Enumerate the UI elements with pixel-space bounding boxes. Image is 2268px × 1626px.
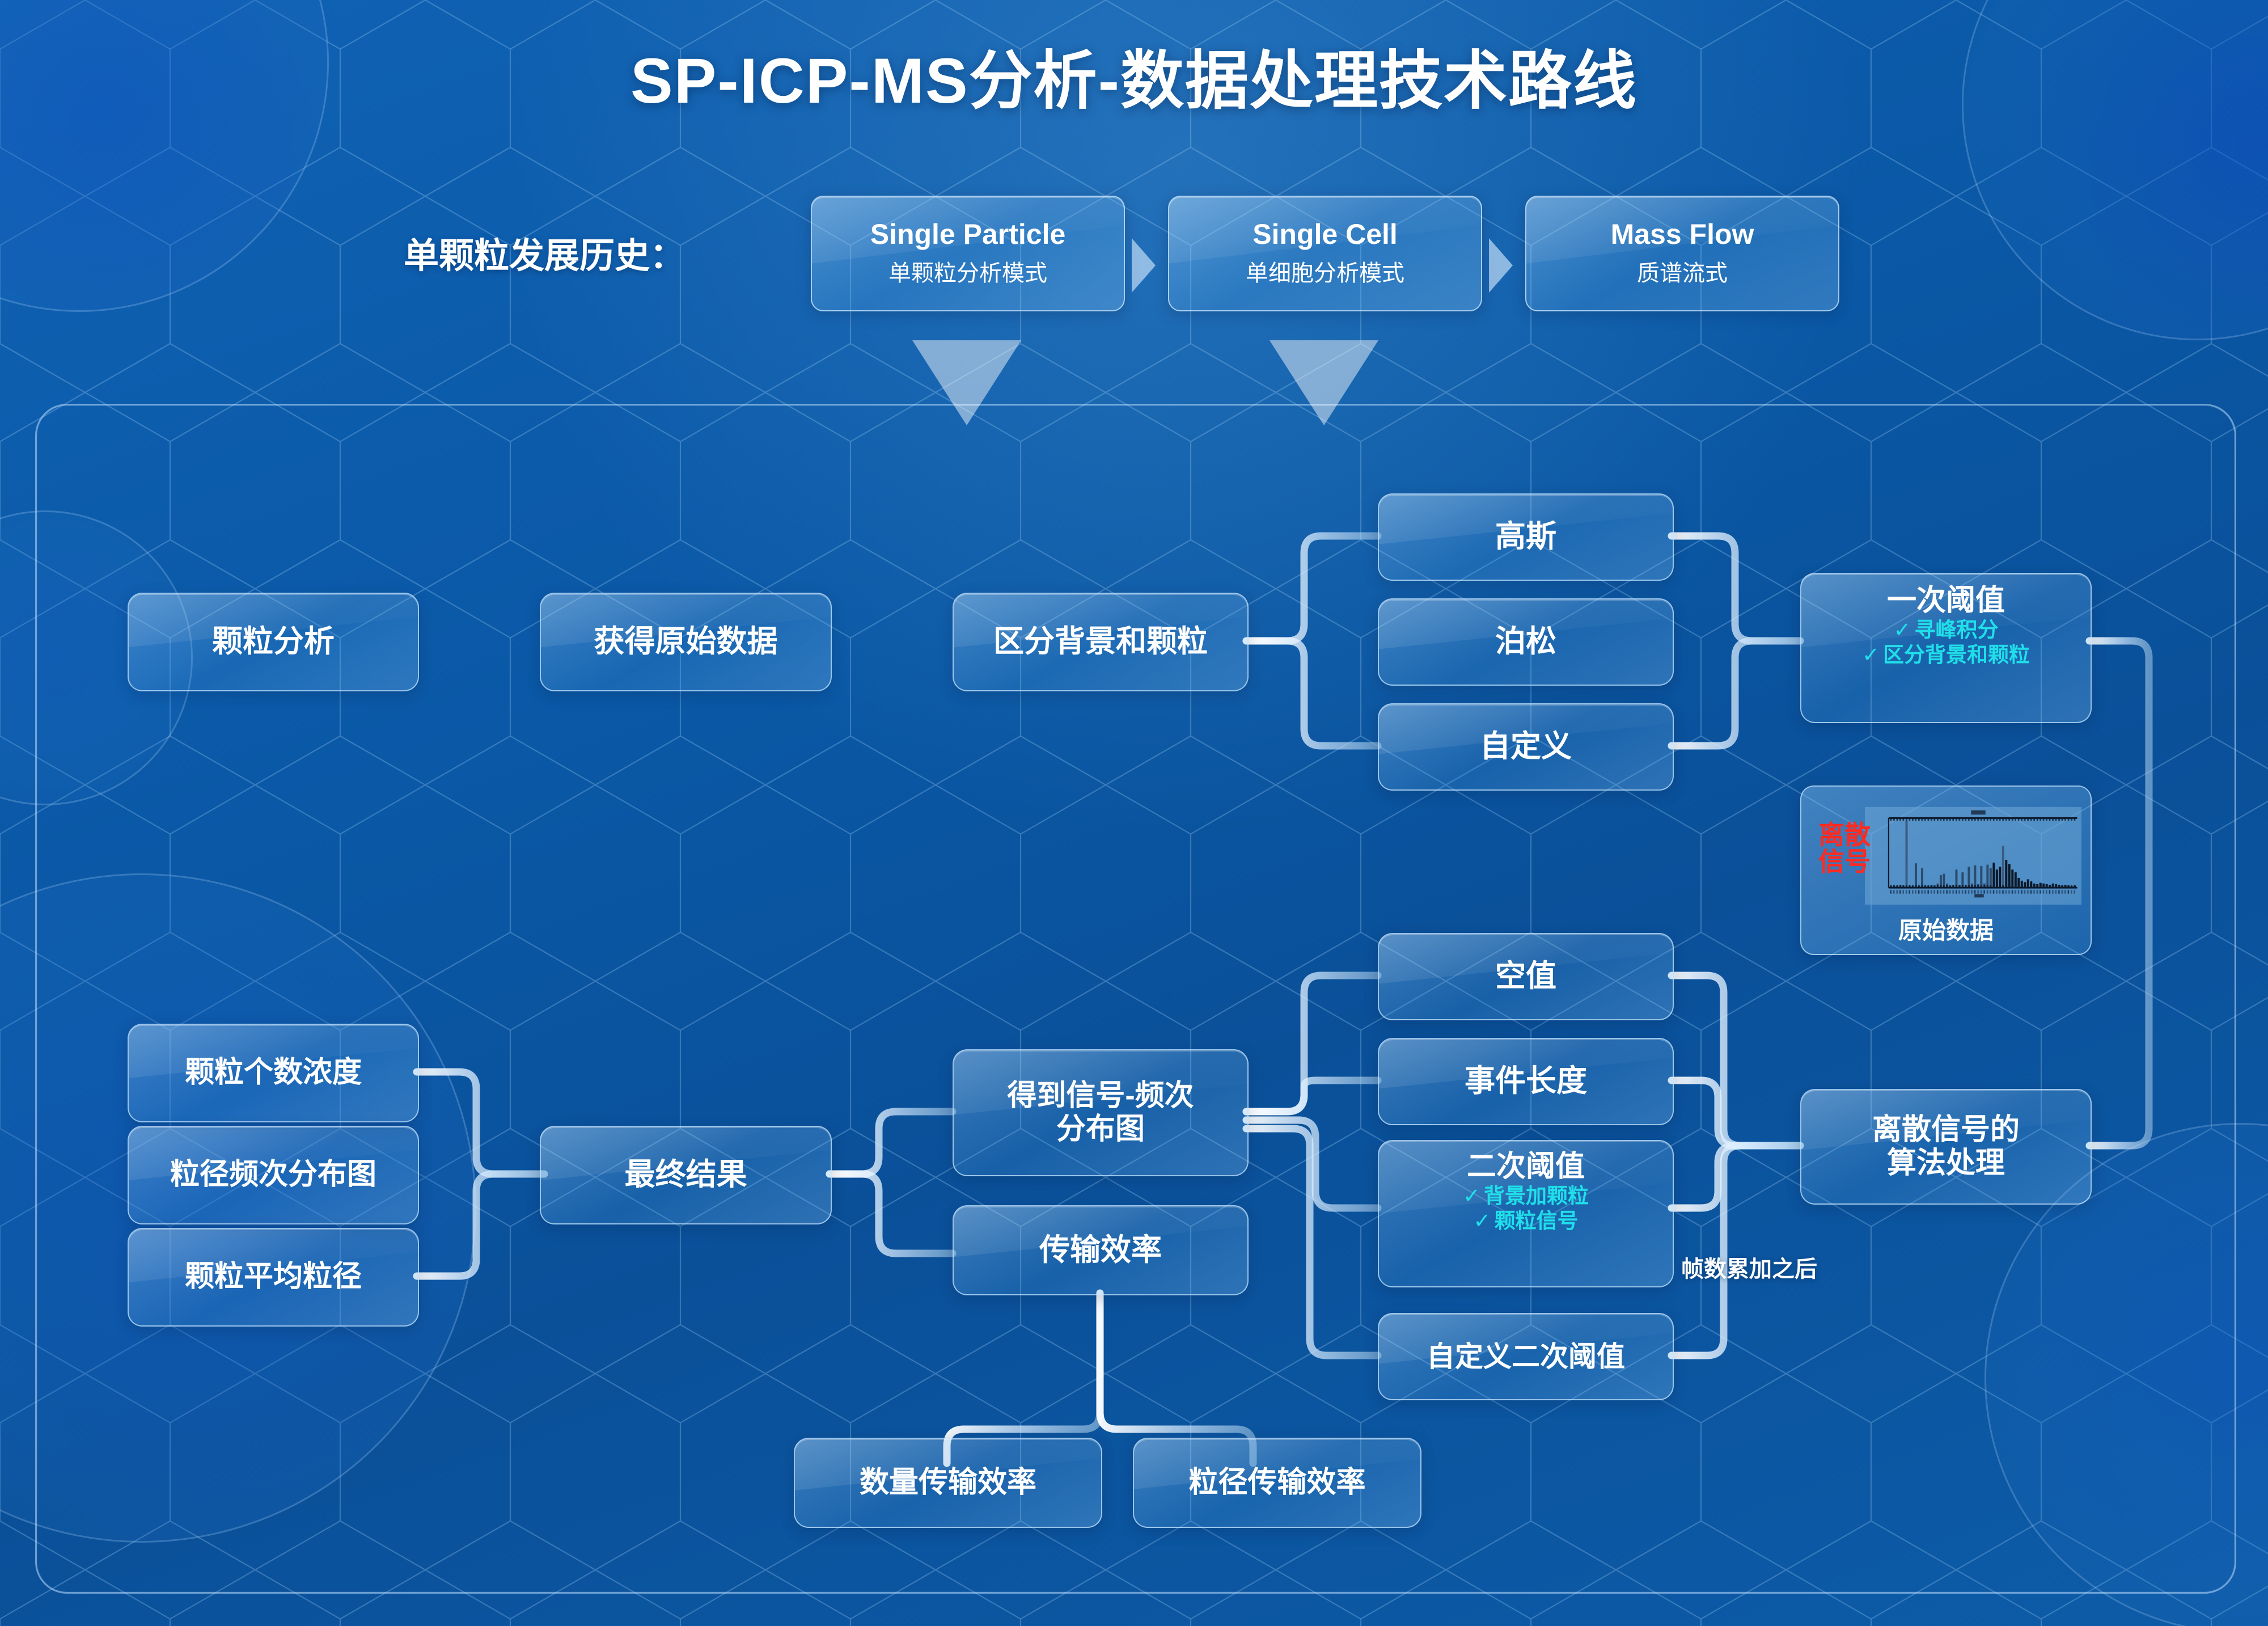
node-label: 颗粒平均粒径 xyxy=(184,1260,362,1294)
node-label: 颗粒分析 xyxy=(212,624,335,659)
node-label: 自定义 xyxy=(1480,729,1572,764)
spectrum-chart xyxy=(1865,806,2081,905)
history-arrow-1 xyxy=(1132,238,1156,293)
node-label: 颗粒个数浓度 xyxy=(184,1056,362,1089)
content-frame xyxy=(35,404,2236,1594)
history-item-en: Single Cell xyxy=(1253,218,1398,250)
first-threshold-check-2: ✓区分背景和颗粒 xyxy=(1861,643,2030,666)
history-item-cn: 单颗粒分析模式 xyxy=(888,261,1047,286)
node-event-length[interactable]: 事件长度 xyxy=(1378,1038,1674,1125)
node-label-line1: 离散信号的 xyxy=(1872,1113,2020,1146)
history-item-cn: 质谱流式 xyxy=(1637,261,1728,286)
frame-accumulation-annotation: 帧数累加之后 xyxy=(1681,1257,1817,1282)
node-raw-data[interactable]: 获得原始数据 xyxy=(540,593,832,691)
node-label: 粒径频次分布图 xyxy=(170,1158,376,1192)
node-mean-particle-size[interactable]: 颗粒平均粒径 xyxy=(128,1228,419,1327)
history-item-en: Mass Flow xyxy=(1610,218,1754,250)
node-particle-analysis[interactable]: 颗粒分析 xyxy=(128,593,419,691)
node-size-transfer-efficiency[interactable]: 粒径传输效率 xyxy=(1133,1438,1421,1528)
node-label: 区分背景和颗粒 xyxy=(993,624,1208,659)
node-label-line2: 算法处理 xyxy=(1886,1147,2005,1180)
node-label: 自定义二次阈值 xyxy=(1427,1340,1625,1372)
node-label: 高斯 xyxy=(1495,520,1556,554)
page-title: SP-ICP-MS分析-数据处理技术路线 xyxy=(631,45,1637,116)
second-threshold-check-2: ✓颗粒信号 xyxy=(1473,1209,1579,1232)
raw-data-thumbnail-card[interactable]: 离散信号 原始数据 xyxy=(1800,785,2092,955)
node-label: 粒径传输效率 xyxy=(1188,1465,1366,1499)
discrete-signal-overlay: 离散信号 xyxy=(1818,820,1871,876)
node-label-line2: 分布图 xyxy=(1056,1113,1145,1146)
node-final-result[interactable]: 最终结果 xyxy=(540,1126,832,1224)
node-label: 最终结果 xyxy=(624,1158,747,1192)
node-discrete-signal-algorithm[interactable]: 离散信号的 算法处理 xyxy=(1800,1089,2092,1205)
history-label: 单颗粒发展历史： xyxy=(404,236,686,276)
node-label: 数量传输效率 xyxy=(859,1465,1036,1499)
drop-arrow-1 xyxy=(912,340,1021,425)
node-number-concentration[interactable]: 颗粒个数浓度 xyxy=(128,1024,419,1122)
history-item-mass-flow[interactable]: Mass Flow 质谱流式 xyxy=(1525,196,1839,311)
history-item-single-particle[interactable]: Single Particle 单颗粒分析模式 xyxy=(811,196,1125,311)
node-custom-second-threshold[interactable]: 自定义二次阈值 xyxy=(1378,1313,1674,1400)
node-poisson[interactable]: 泊松 xyxy=(1378,598,1674,686)
history-item-en: Single Particle xyxy=(870,218,1066,250)
node-gauss[interactable]: 高斯 xyxy=(1378,493,1674,581)
node-size-frequency-distribution[interactable]: 粒径频次分布图 xyxy=(128,1126,419,1224)
node-custom[interactable]: 自定义 xyxy=(1378,703,1674,791)
node-label: 一次阈值 xyxy=(1886,584,2005,617)
node-label: 空值 xyxy=(1495,959,1556,994)
drop-arrow-2 xyxy=(1270,340,1378,425)
node-separate-background[interactable]: 区分背景和颗粒 xyxy=(953,593,1249,691)
node-label: 泊松 xyxy=(1495,624,1556,659)
second-threshold-check-1: ✓背景加颗粒 xyxy=(1462,1184,1589,1208)
first-threshold-check-1: ✓寻峰积分 xyxy=(1893,618,1999,642)
node-count-transfer-efficiency[interactable]: 数量传输效率 xyxy=(794,1438,1102,1528)
node-signal-frequency-plot[interactable]: 得到信号-频次 分布图 xyxy=(953,1049,1249,1176)
node-null-value[interactable]: 空值 xyxy=(1378,933,1674,1020)
node-label: 获得原始数据 xyxy=(594,624,778,659)
node-first-threshold[interactable]: 一次阈值 ✓寻峰积分 ✓区分背景和颗粒 xyxy=(1800,573,2092,723)
node-transfer-efficiency[interactable]: 传输效率 xyxy=(953,1205,1249,1295)
history-item-single-cell[interactable]: Single Cell 单细胞分析模式 xyxy=(1168,196,1482,311)
node-label: 二次阈值 xyxy=(1466,1150,1585,1183)
history-item-cn: 单细胞分析模式 xyxy=(1246,261,1404,286)
node-second-threshold[interactable]: 二次阈值 ✓背景加颗粒 ✓颗粒信号 xyxy=(1378,1140,1674,1287)
node-label-line1: 得到信号-频次 xyxy=(1007,1079,1194,1112)
node-label: 传输效率 xyxy=(1039,1232,1162,1267)
node-label: 事件长度 xyxy=(1465,1064,1587,1099)
thumbnail-caption: 原始数据 xyxy=(1898,917,1994,944)
history-arrow-2 xyxy=(1489,238,1513,293)
